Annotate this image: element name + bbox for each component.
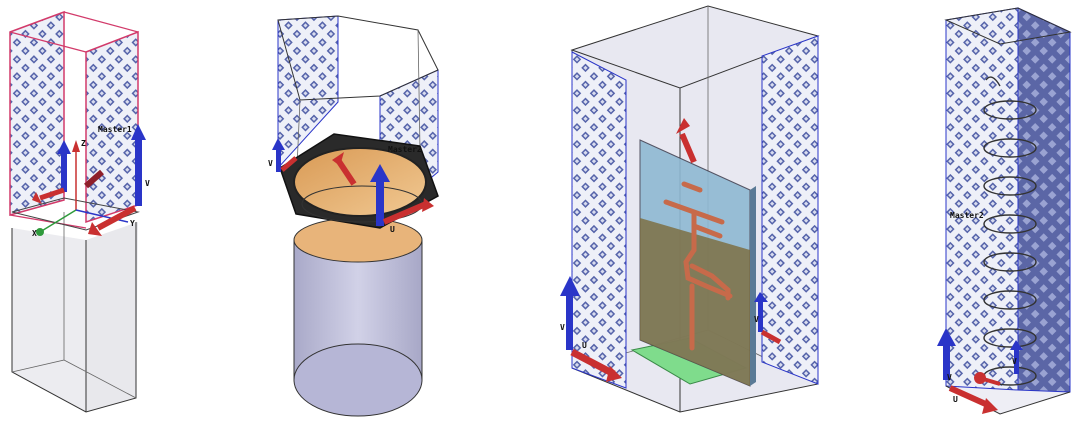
u-vector-arrow bbox=[948, 372, 1001, 414]
panel-3: V U V bbox=[560, 5, 820, 413]
slave-boundary-face bbox=[1017, 7, 1071, 393]
u-axis-label: U bbox=[390, 225, 395, 234]
v-vector-arrow bbox=[57, 124, 146, 206]
y-axis-label: Y bbox=[130, 219, 135, 228]
coordinate-axes bbox=[36, 140, 129, 236]
u-vector-arrow bbox=[570, 118, 782, 382]
v-vector-arrow bbox=[560, 276, 768, 350]
v-axis-label: V bbox=[268, 159, 273, 168]
v-axis-label: V bbox=[145, 179, 150, 188]
u-vector-arrow bbox=[32, 169, 137, 236]
master-boundary-face-left bbox=[9, 10, 65, 216]
u-axis-label: U bbox=[953, 395, 958, 404]
master-label: Master2 bbox=[950, 211, 984, 220]
slave-boundary-face bbox=[761, 35, 819, 385]
v-vector-arrow bbox=[272, 138, 390, 226]
master-boundary-face bbox=[571, 51, 627, 389]
v-axis-label-right: V bbox=[754, 315, 759, 324]
u-vector-arrow bbox=[280, 152, 434, 225]
master-label: Master2 bbox=[388, 145, 422, 154]
panel-2: V U Master2 bbox=[268, 15, 439, 417]
panel-4: Master2 U V V bbox=[937, 7, 1072, 415]
v-vector-arrow bbox=[937, 328, 1023, 380]
u-axis-label-left: U bbox=[582, 341, 587, 350]
v-small-label: V bbox=[1012, 357, 1017, 366]
v-axis-label-left: V bbox=[560, 323, 565, 332]
cylinder-airbox bbox=[293, 217, 423, 417]
z-axis-label: Z bbox=[81, 139, 86, 148]
airbox-lower bbox=[11, 212, 138, 413]
v-axis-label: V bbox=[947, 373, 952, 382]
master-boundary-face bbox=[945, 7, 1019, 391]
master-label: Master1 bbox=[98, 125, 132, 134]
x-axis-label: X bbox=[32, 229, 37, 238]
panel-1: Z Y X V Master1 bbox=[9, 10, 150, 413]
microstrip-trace bbox=[663, 181, 733, 351]
